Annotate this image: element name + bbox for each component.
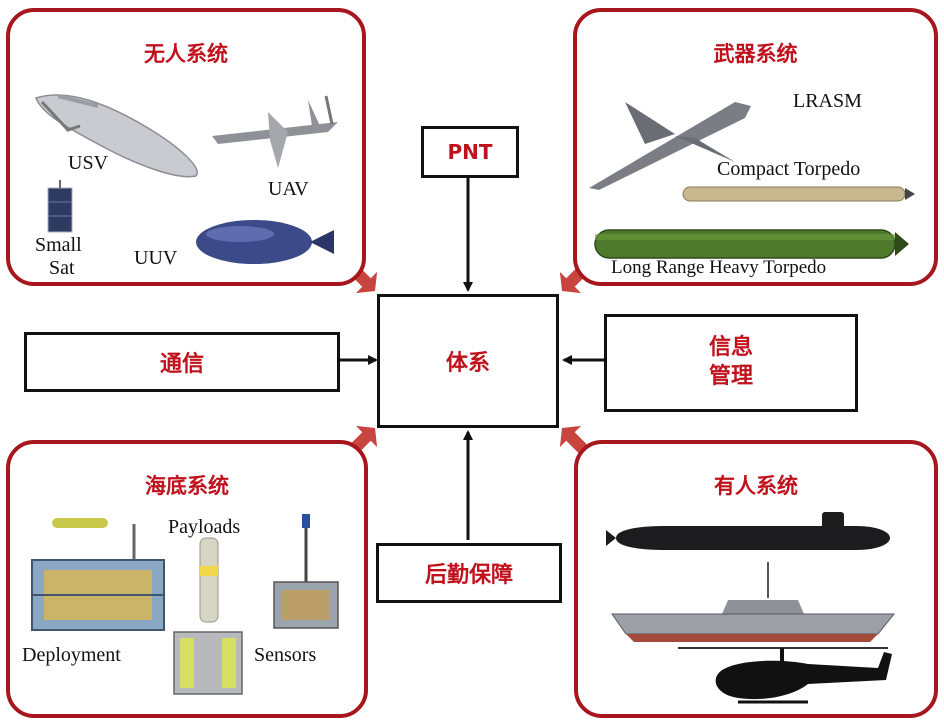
- panel-weapons-title: 武器系统: [713, 42, 798, 66]
- uav-label: UAV: [268, 178, 309, 200]
- info-mgmt-box: 信息 管理: [604, 314, 858, 412]
- destroyer-icon: [611, 562, 896, 642]
- pnt-label: PNT: [447, 140, 493, 164]
- usv-icon: [35, 94, 198, 178]
- usv-label: USV: [68, 152, 109, 174]
- payloads-icon: [173, 537, 243, 695]
- comm-label: 通信: [159, 352, 204, 377]
- panel-unmanned: 无人系统 USV UAV Small Sat UUV: [6, 8, 366, 286]
- compact-torpedo-label: Compact Torpedo: [717, 158, 861, 180]
- sensors-label: Sensors: [254, 644, 317, 666]
- sensors-icon: [273, 514, 339, 629]
- logistics-label: 后勤保障: [424, 563, 513, 588]
- panel-seabed-title: 海底系统: [145, 474, 229, 498]
- submarine-icon: [606, 512, 890, 550]
- uuv-icon: [196, 220, 334, 264]
- heavy-torpedo-label: Long Range Heavy Torpedo: [611, 257, 827, 278]
- comm-box: 通信: [24, 332, 340, 392]
- panel-weapons: 武器系统 LRASM Compact Torpedo Long Range He…: [573, 8, 938, 286]
- compact-torpedo-icon: [682, 186, 915, 202]
- smallsat-label-line1: Small: [35, 234, 82, 256]
- info-mgmt-line1: 信息: [708, 335, 753, 361]
- deployment-icon: [31, 518, 165, 631]
- smallsat-label-line2: Sat: [49, 257, 75, 279]
- smallsat-icon: [47, 180, 73, 233]
- heavy-torpedo-icon: [594, 229, 909, 259]
- payloads-label: Payloads: [168, 516, 241, 538]
- helicopter-icon: [678, 647, 892, 704]
- panel-manned-title: 有人系统: [714, 474, 798, 498]
- center-label: 体系: [445, 351, 490, 376]
- logistics-box: 后勤保障: [376, 543, 562, 603]
- lrasm-label: LRASM: [793, 90, 862, 112]
- uav-icon: [212, 95, 338, 168]
- uuv-label: UUV: [134, 247, 178, 269]
- panel-unmanned-title: 无人系统: [144, 42, 228, 66]
- panel-seabed: 海底系统 Payloads Deployment Sensors: [6, 440, 368, 718]
- center-box: 体系: [377, 294, 559, 428]
- deployment-label: Deployment: [22, 644, 121, 666]
- info-mgmt-line2: 管理: [708, 364, 753, 389]
- panel-manned: 有人系统: [574, 440, 938, 718]
- lrasm-missile-icon: [589, 102, 751, 190]
- pnt-box: PNT: [421, 126, 519, 178]
